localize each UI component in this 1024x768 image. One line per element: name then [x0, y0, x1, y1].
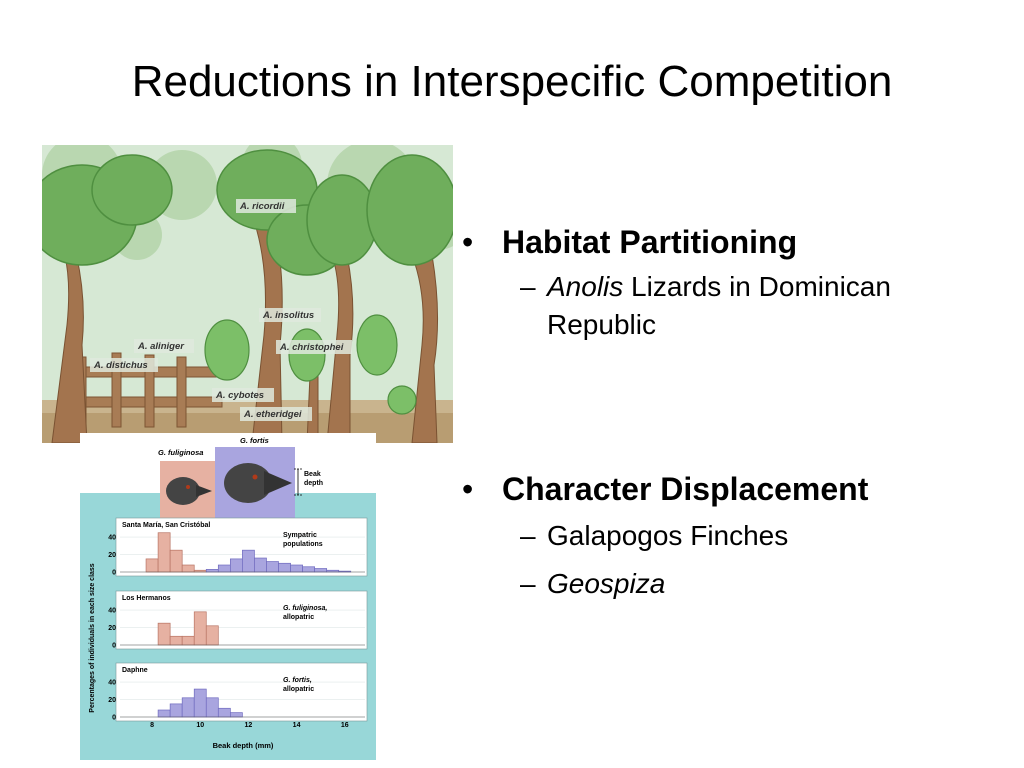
label-insolitus: A. insolitus [262, 310, 314, 321]
histogram-bar [278, 562, 291, 573]
histogram-bar [157, 622, 171, 646]
sub-bullet-dash: – [520, 271, 536, 302]
y-tick-label: 0 [112, 570, 116, 577]
histogram-bar [290, 564, 303, 573]
panel-title: Santa María, San Cristóbal [122, 522, 210, 529]
x-tick-label: 16 [341, 722, 349, 729]
x-tick-label: 10 [196, 722, 204, 729]
species-label-fuliginosa: G. fuliginosa [158, 448, 203, 457]
anolis-italic: Anolis [547, 271, 624, 302]
panel-annotation: G. fuliginosa, [283, 605, 327, 612]
bullet-list: •Habitat Partitioning –Anolis Lizards in… [462, 222, 1002, 603]
histogram-bar [205, 697, 219, 718]
panel-annotation: allopatric [283, 686, 314, 693]
label-etheridgei: A. etheridgei [243, 409, 302, 420]
histogram-bar [157, 532, 171, 573]
panel-annotation: Sympatric [283, 532, 317, 539]
histogram-bar [181, 635, 195, 646]
histogram-bar [217, 564, 231, 573]
histogram-bar [169, 549, 183, 573]
sub-bullet-anolis: –Anolis Lizards in Dominican Republic [462, 268, 1002, 344]
bullet-dot: • [462, 471, 474, 507]
beak-depth-label-2: depth [304, 480, 323, 487]
y-tick-label: 0 [112, 643, 116, 650]
label-aliniger: A. aliniger [137, 341, 185, 352]
slide-title: Reductions in Interspecific Competition [131, 57, 893, 106]
label-distichus: A. distichus [93, 360, 148, 371]
y-tick-label: 20 [108, 625, 116, 632]
bullet-character-text: Character Displacement [502, 471, 869, 507]
y-axis-label: Percentages of individuals in each size … [89, 563, 96, 713]
y-tick-label: 40 [108, 608, 116, 615]
y-tick-label: 20 [108, 697, 116, 704]
x-tick-label: 14 [293, 722, 301, 729]
bullet-habitat-partitioning: • Habitat Partitioning [462, 222, 1002, 262]
histogram-bar [242, 549, 255, 573]
histogram-bar [266, 561, 279, 573]
x-tick-label: 12 [245, 722, 253, 729]
sub-bullet-dash: – [520, 568, 536, 599]
histogram-bar [193, 688, 207, 718]
histogram-bar [314, 568, 328, 573]
panel-annotation: populations [283, 541, 323, 548]
label-cybotes: A. cybotes [215, 390, 264, 401]
label-ricordii: A. ricordii [239, 201, 285, 212]
panel-title: Los Hermanos [122, 595, 171, 602]
histogram-bar [217, 707, 231, 718]
y-tick-label: 20 [108, 552, 116, 559]
histogram-bar [157, 709, 171, 718]
x-tick-label: 8 [150, 722, 154, 729]
histogram-bar [193, 611, 207, 646]
sub-bullet-geospiza: –Geospiza [462, 565, 1002, 603]
galapagos-text: Galapogos Finches [547, 520, 789, 551]
sub-bullet-galapagos: –Galapogos Finches [462, 517, 1002, 555]
y-tick-label: 0 [112, 715, 116, 722]
histogram-bar [145, 558, 159, 573]
bullet-dot: • [462, 224, 474, 260]
histogram-bar [181, 564, 195, 573]
y-tick-label: 40 [108, 535, 116, 542]
sub-bullet-dash: – [520, 520, 536, 551]
y-tick-label: 40 [108, 680, 116, 687]
beak-depth-label-1: Beak [304, 471, 321, 478]
finch-head-fortis [224, 463, 292, 503]
panel-annotation: allopatric [283, 614, 314, 621]
histogram-bar [229, 712, 243, 718]
x-axis-label: Beak depth (mm) [213, 741, 274, 750]
histogram-bar [181, 697, 195, 718]
panel-title: Daphne [122, 667, 148, 674]
histogram-bar [302, 566, 315, 573]
panel-annotation: G. fortis, [283, 677, 312, 684]
histogram-bar [205, 569, 219, 573]
histogram-bar [229, 558, 243, 573]
label-christophei: A. christophei [279, 342, 344, 353]
species-label-fortis: G. fortis [240, 436, 269, 445]
histogram-bar [254, 557, 267, 573]
finch-beak-depth-figure: G. fuliginosa G. fortis Beak depth Perce… [80, 433, 376, 760]
histogram-bar [205, 625, 219, 646]
histogram-bar [169, 635, 183, 646]
anolis-habitat-illustration: A. ricordii A. insolitus A. aliniger A. … [42, 145, 453, 443]
bullet-habitat-text: Habitat Partitioning [502, 224, 798, 260]
geospiza-text: Geospiza [547, 568, 666, 599]
bullet-character-displacement: • Character Displacement [462, 469, 1002, 509]
histogram-bar [169, 703, 183, 718]
finch-head-fuliginosa [166, 477, 212, 505]
anolis-rest: Lizards in Dominican Republic [547, 271, 891, 340]
